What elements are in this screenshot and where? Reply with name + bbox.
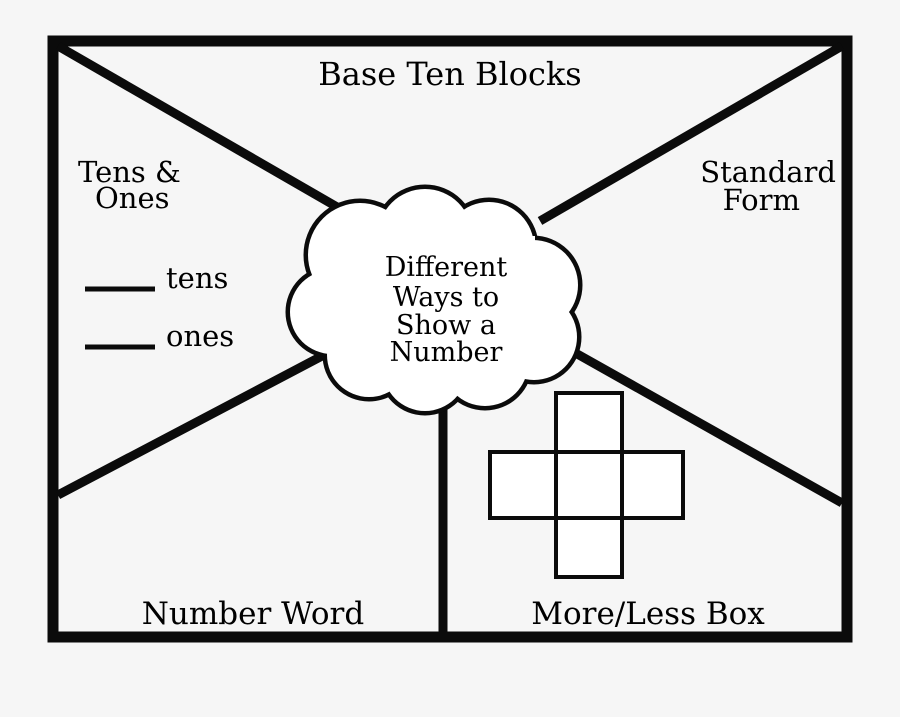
cloud-line-4: Number bbox=[390, 337, 503, 368]
cloud-interior-fill bbox=[290, 189, 578, 411]
more-less-cell-bottom[interactable] bbox=[554, 516, 624, 579]
cloud-line-2: Ways to bbox=[393, 282, 499, 313]
section-title-base-ten-blocks: Base Ten Blocks bbox=[318, 55, 581, 93]
section-heading-standard-line-2: Form bbox=[723, 183, 800, 217]
tens-ones-blank-lines bbox=[85, 286, 155, 350]
section-heading-tens-line-1: Tens & bbox=[78, 155, 181, 189]
section-heading-tens-line-2: Ones bbox=[95, 181, 170, 215]
section-heading-standard-line-1: Standard bbox=[700, 155, 836, 189]
divider-upper-left bbox=[55, 42, 380, 234]
divider-upper-right bbox=[537, 42, 845, 225]
cloud-line-1: Different bbox=[385, 252, 508, 283]
more-less-cell-top[interactable] bbox=[554, 391, 624, 454]
more-less-cell-right[interactable] bbox=[620, 450, 685, 520]
divider-lines bbox=[55, 42, 845, 634]
more-less-cell-left[interactable] bbox=[488, 450, 558, 520]
blank-label-ones: ones bbox=[166, 319, 234, 353]
divider-lower-right bbox=[560, 342, 845, 507]
blank-label-tens: tens bbox=[166, 261, 228, 295]
center-cloud bbox=[285, 184, 583, 416]
more-less-box-grid bbox=[488, 391, 685, 579]
section-heading-more-less-box: More/Less Box bbox=[531, 596, 765, 632]
cloud-line-3: Show a bbox=[396, 310, 496, 341]
more-less-cell-center[interactable] bbox=[554, 450, 624, 520]
divider-lower-left bbox=[55, 352, 325, 499]
section-heading-number-word: Number Word bbox=[142, 596, 364, 632]
